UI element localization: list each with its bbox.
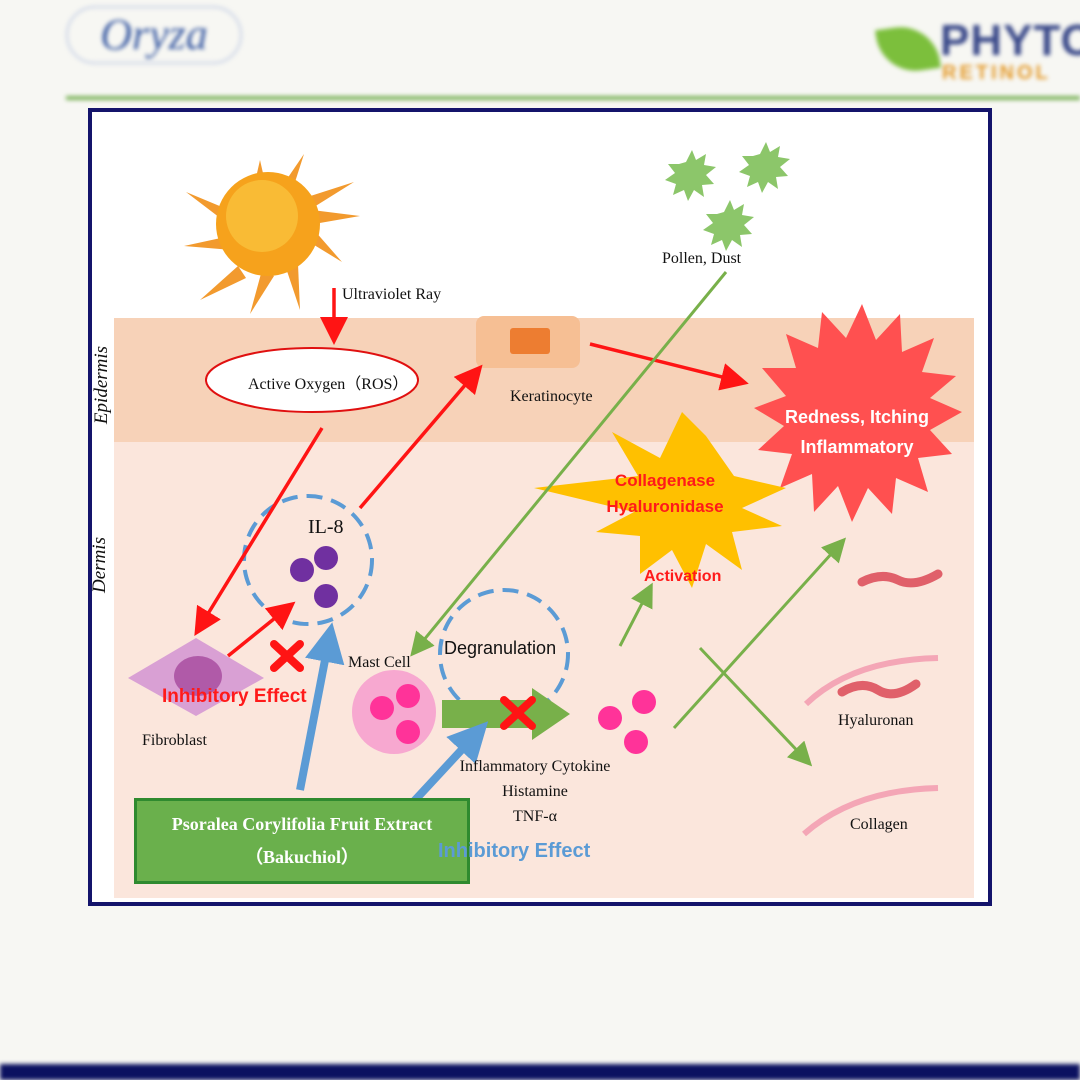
fibroblast-label: Fibroblast <box>142 732 207 749</box>
dermis-label: Dermis <box>89 537 110 593</box>
mediator-line-1: Inflammatory Cytokine <box>459 758 611 775</box>
active-oxygen-label: Active Oxygen（ROS） <box>248 376 409 393</box>
activation-label: Activation <box>644 568 722 585</box>
oryza-logo: Oryza <box>66 6 242 64</box>
mast-cell <box>352 670 436 754</box>
enzyme-line-1: Collagenase <box>614 471 716 490</box>
inhibitory-effect-blue: Inhibitory Effect <box>438 840 591 862</box>
pollen-label: Pollen, Dust <box>662 250 742 267</box>
ultraviolet-label: Ultraviolet Ray <box>342 286 442 303</box>
hyaluronan-strands <box>837 569 943 699</box>
degranulation-label: Degranulation <box>444 638 557 658</box>
extract-box: Psoralea Corylifolia Fruit Extract （Baku… <box>134 798 470 884</box>
enzyme-line-2: Hyaluronidase <box>606 497 724 516</box>
keratinocyte-cell <box>476 316 580 368</box>
enzyme-label: Collagenase Hyaluronidase <box>580 468 750 520</box>
enzyme-starburst <box>534 412 786 588</box>
il8-granules <box>290 546 338 608</box>
redness-label: Redness, Itching Inflammatory <box>764 402 950 462</box>
redness-line-1: Redness, Itching <box>784 407 930 427</box>
red-arrows <box>194 288 749 658</box>
keratinocyte-label: Keratinocyte <box>510 388 593 405</box>
inhibition-cross-icon <box>500 696 536 730</box>
mediator-line-2: Histamine <box>502 783 568 800</box>
fibroblast-cell <box>128 638 264 716</box>
mediator-label: Inflammatory Cytokine Histamine TNF-α <box>442 754 628 829</box>
active-oxygen-bubble <box>205 347 419 413</box>
inhibitory-effect-red: Inhibitory Effect <box>162 686 307 707</box>
collagen-arc <box>802 785 939 837</box>
released-granules <box>598 690 656 754</box>
header-rule <box>66 96 1080 100</box>
bottom-bar <box>0 1064 1080 1080</box>
redness-starburst <box>754 304 962 522</box>
sun-icon <box>184 154 360 314</box>
extract-line-1: Psoralea Corylifolia Fruit Extract <box>171 813 433 834</box>
inhibition-cross-icon <box>270 640 304 672</box>
extract-line-2: （Bakuchiol） <box>244 846 360 867</box>
hyaluronan-label: Hyaluronan <box>838 712 914 729</box>
phyto-retinol-logo: PHYTO RETINOL <box>872 16 1080 86</box>
hyaluronan-arc <box>803 655 939 707</box>
diagram-frame: Epidermis Dermis Ultraviolet Ray Active … <box>88 108 992 906</box>
pollen-icon <box>665 142 790 251</box>
logo-word-retinol: RETINOL <box>942 62 1051 84</box>
redness-line-2: Inflammatory <box>800 437 914 457</box>
il8-label: IL-8 <box>308 516 344 538</box>
mediator-line-3: TNF-α <box>513 808 557 825</box>
collagen-label: Collagen <box>850 816 908 833</box>
leaf-icon <box>875 22 941 76</box>
epidermis-label: Epidermis <box>91 345 112 425</box>
green-arrows <box>410 271 847 767</box>
logo-word-phyto: PHYTO <box>940 16 1080 65</box>
mast-cell-label: Mast Cell <box>348 654 411 671</box>
